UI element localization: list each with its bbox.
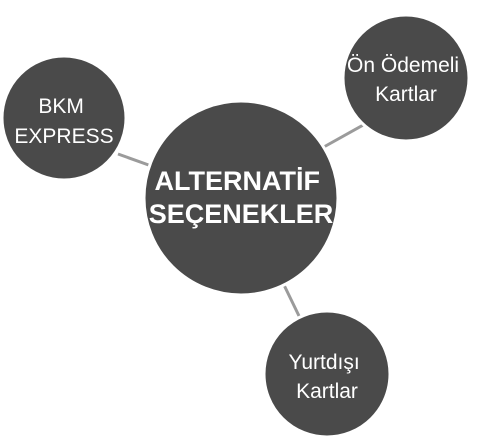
node-foreign-cards: Yurtdışı Kartlar [262, 309, 392, 439]
node-prepaid-cards: Ön Ödemeli Kartlar [341, 13, 471, 143]
node-prepaid-cards-circle [341, 13, 471, 143]
node-prepaid-cards-line1: Ön Ödemeli [347, 54, 459, 77]
node-bkm-express-line1: BKM [38, 95, 84, 118]
connector-center-prepaid [321, 122, 366, 150]
node-foreign-cards-line2: Kartlar [296, 380, 358, 403]
node-foreign-cards-line1: Yurtdışı [288, 351, 359, 374]
node-prepaid-cards-line2: Kartlar [375, 83, 437, 106]
node-foreign-cards-circle [262, 309, 392, 439]
connector-center-foreign [282, 284, 302, 319]
center-node: ALTERNATİF SEÇENEKLER [142, 99, 340, 297]
node-bkm-express-line2: EXPRESS [14, 125, 113, 148]
node-bkm-express-circle [0, 54, 128, 182]
center-node-line1: ALTERNATİF [155, 166, 320, 196]
center-node-circle [142, 99, 340, 297]
svg-text:ALTERNATİF SEÇENEKLER: ALTERNATİF SEÇENEKLER [149, 166, 334, 229]
svg-text:Yurtdışı Kartlar: Yurtdışı Kartlar [288, 351, 365, 403]
node-bkm-express: BKM EXPRESS [0, 54, 128, 182]
svg-text:Ön Ödemeli Kartlar: Ön Ödemeli Kartlar [347, 54, 465, 106]
center-node-line2: SEÇENEKLER [149, 199, 334, 229]
svg-text:BKM EXPRESS: BKM EXPRESS [14, 95, 113, 148]
